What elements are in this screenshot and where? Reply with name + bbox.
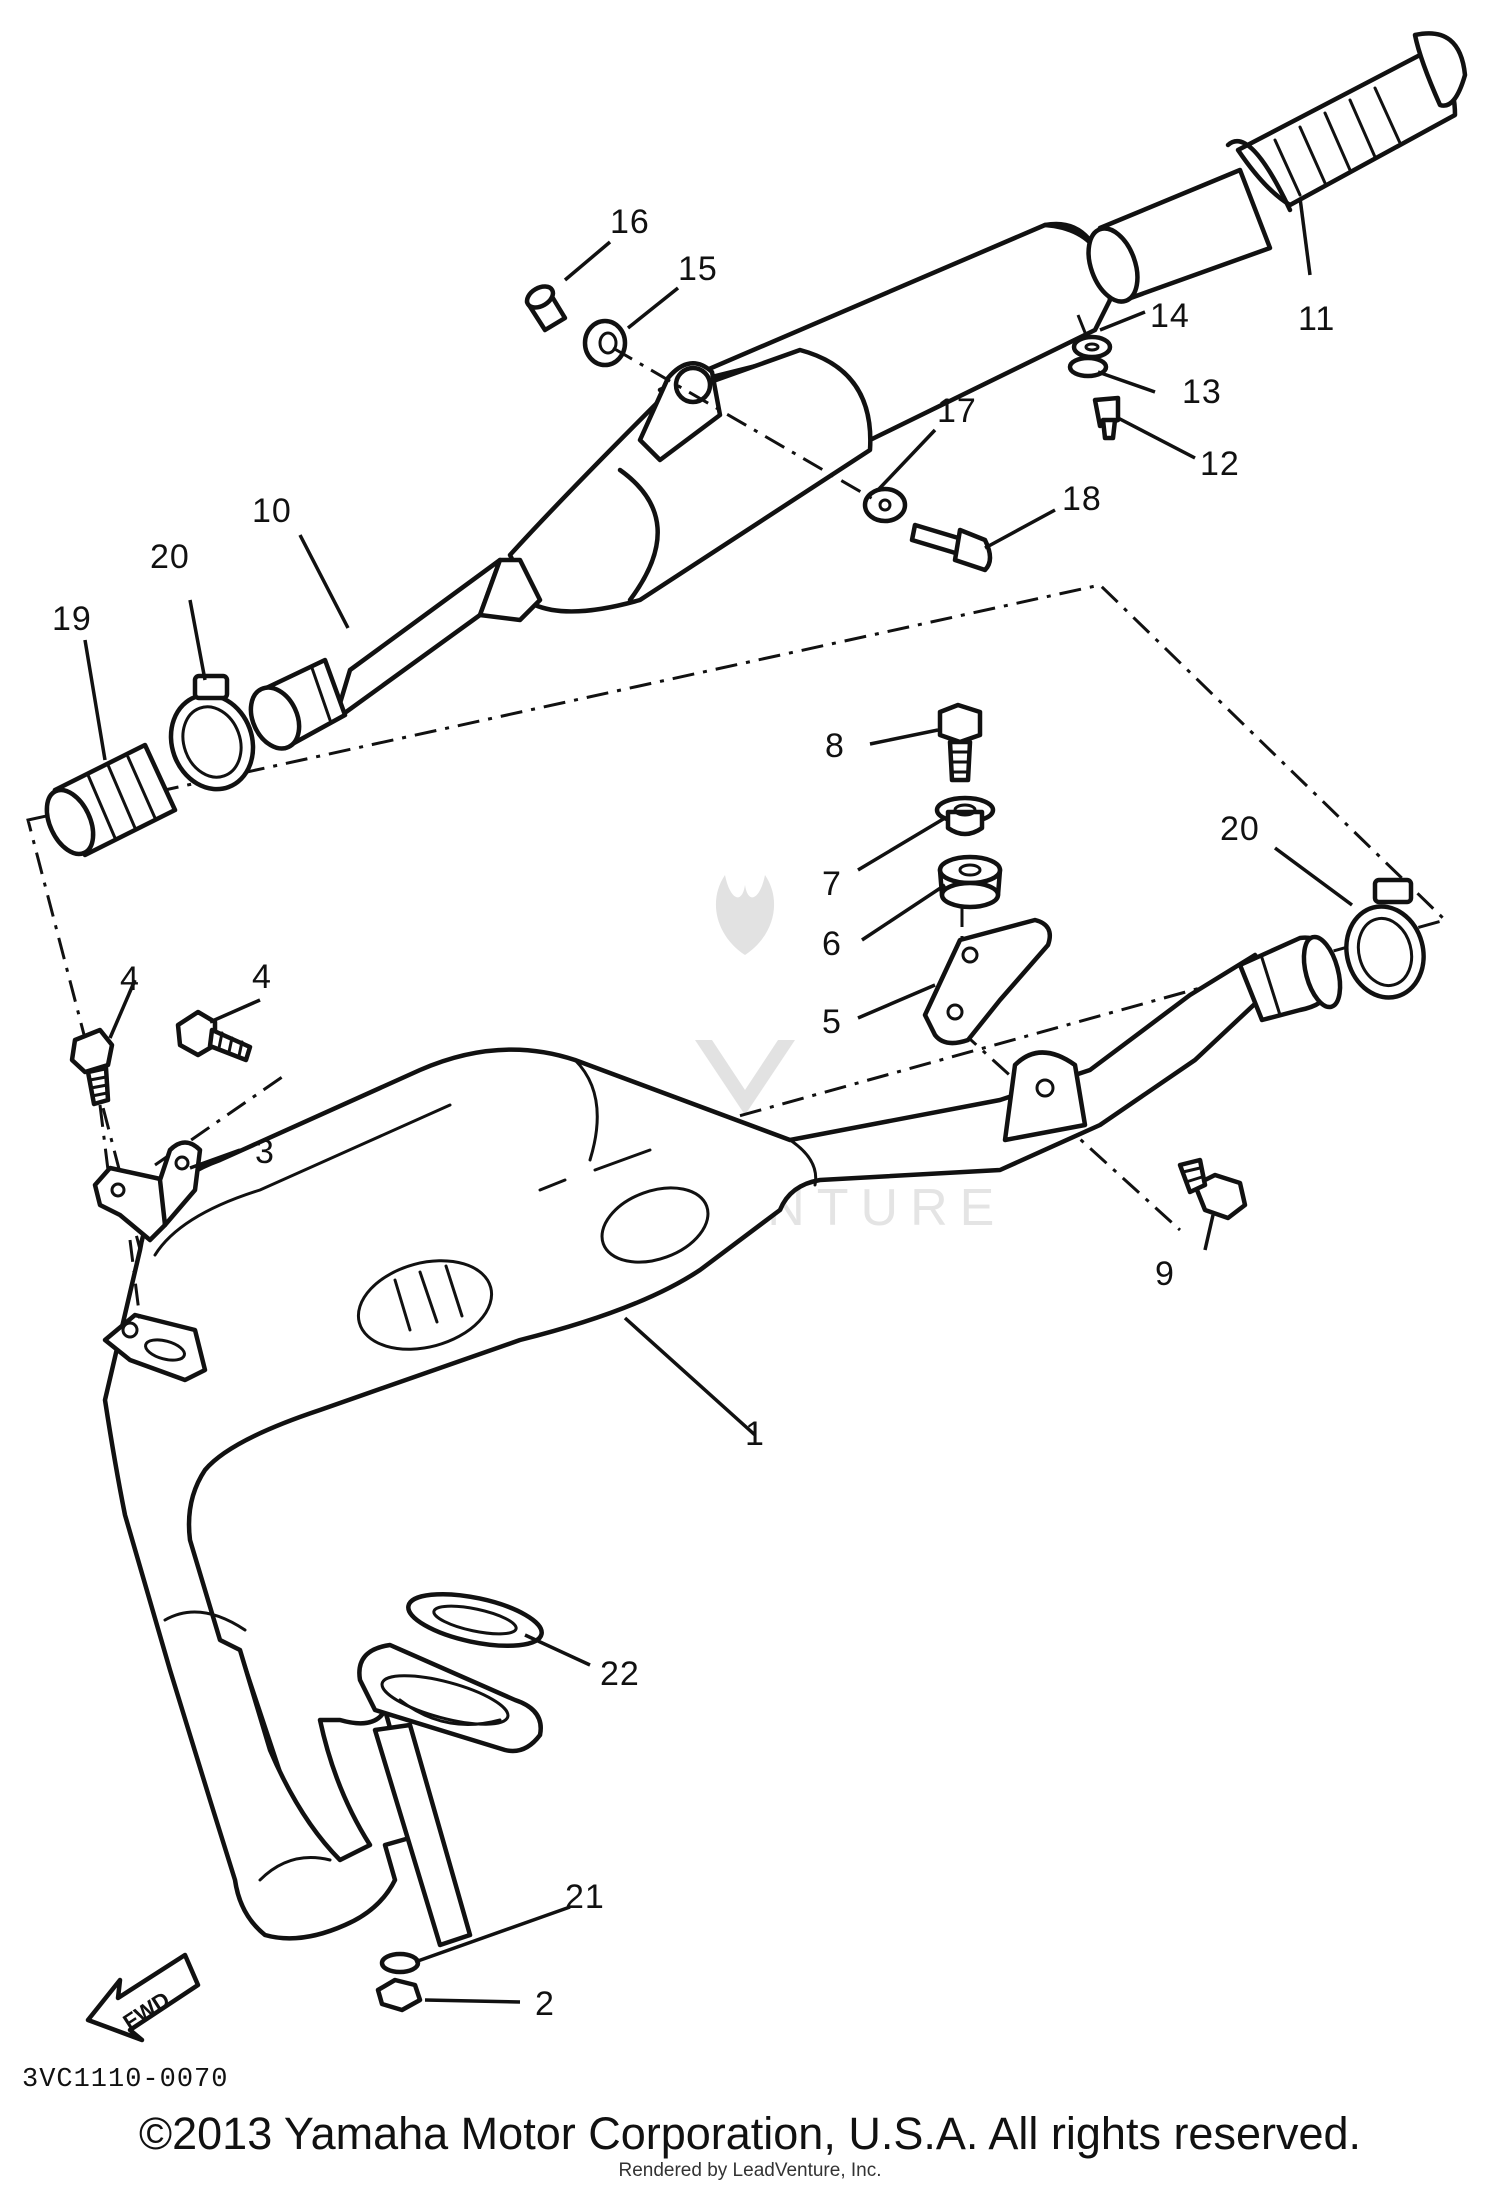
band-clamp-lower (1344, 877, 1426, 1000)
callout-1: 1 (745, 1415, 765, 1453)
callout-20-lower: 20 (1220, 810, 1260, 848)
callout-16: 16 (610, 203, 650, 241)
callout-18: 18 (1062, 480, 1102, 518)
callout-3: 3 (255, 1133, 275, 1171)
callout-5: 5 (822, 1003, 842, 1041)
copyright-notice: ©2013 Yamaha Motor Corporation, U.S.A. A… (138, 2108, 1362, 2159)
bolt-axis-3 (128, 1239, 142, 1321)
bolt-axis-18 (612, 346, 881, 505)
callout-11: 11 (1298, 300, 1335, 338)
bolt-axis-12 (1076, 314, 1092, 346)
callout-6: 6 (822, 925, 842, 963)
exhaust-gasket (406, 1592, 544, 1648)
washer-21 (379, 1951, 421, 1975)
callout-13: 13 (1182, 373, 1222, 411)
callout-14: 14 (1150, 297, 1190, 335)
forward-direction-arrow: FWD (85, 1952, 201, 2043)
bolt-4-left (69, 1027, 115, 1107)
exhaust-pipe (102, 934, 1343, 1948)
collar-7 (934, 795, 996, 837)
watermark-flame-icon (715, 875, 775, 955)
watermark-v-icon (695, 1040, 795, 1115)
callout-10: 10 (252, 492, 292, 530)
bolt-8 (937, 702, 983, 783)
callout-labels: 1 2 3 4 4 5 6 7 8 9 10 11 12 13 14 15 16… (52, 203, 1335, 2023)
bolt-9 (1177, 1157, 1248, 1221)
callout-20-upper: 20 (150, 538, 190, 576)
diagram-code: 3VC1110-0070 (22, 2065, 229, 2095)
callout-8: 8 (825, 727, 845, 765)
callout-19: 19 (52, 600, 92, 638)
bracket-5 (922, 917, 1053, 1046)
callout-17: 17 (937, 392, 977, 430)
bolt-4-right (175, 1009, 253, 1063)
nut-2 (375, 1977, 423, 2013)
callout-9: 9 (1155, 1255, 1175, 1293)
muffler-section-boundary (26, 583, 1448, 1282)
callout-7: 7 (822, 865, 842, 903)
callout-15: 15 (678, 250, 718, 288)
small-hardware (524, 284, 1121, 573)
bolt-axis-4 (98, 1104, 110, 1171)
bracket-3 (92, 1140, 203, 1243)
joint-sleeve (44, 742, 178, 858)
muffler-assembly (248, 221, 1113, 751)
callout-12: 12 (1200, 445, 1240, 483)
callout-2: 2 (535, 1985, 555, 2023)
leader-lines (83, 197, 1354, 2004)
callout-22: 22 (600, 1655, 640, 1693)
rendered-by-credit: Rendered by LeadVenture, Inc. (618, 2160, 882, 2181)
callout-4-right: 4 (252, 958, 272, 996)
callout-21: 21 (565, 1878, 605, 1916)
callout-4-left: 4 (120, 960, 140, 998)
tailpipe-silencer (1086, 31, 1468, 304)
damper-6 (937, 854, 1003, 910)
band-clamp-upper (168, 673, 256, 792)
